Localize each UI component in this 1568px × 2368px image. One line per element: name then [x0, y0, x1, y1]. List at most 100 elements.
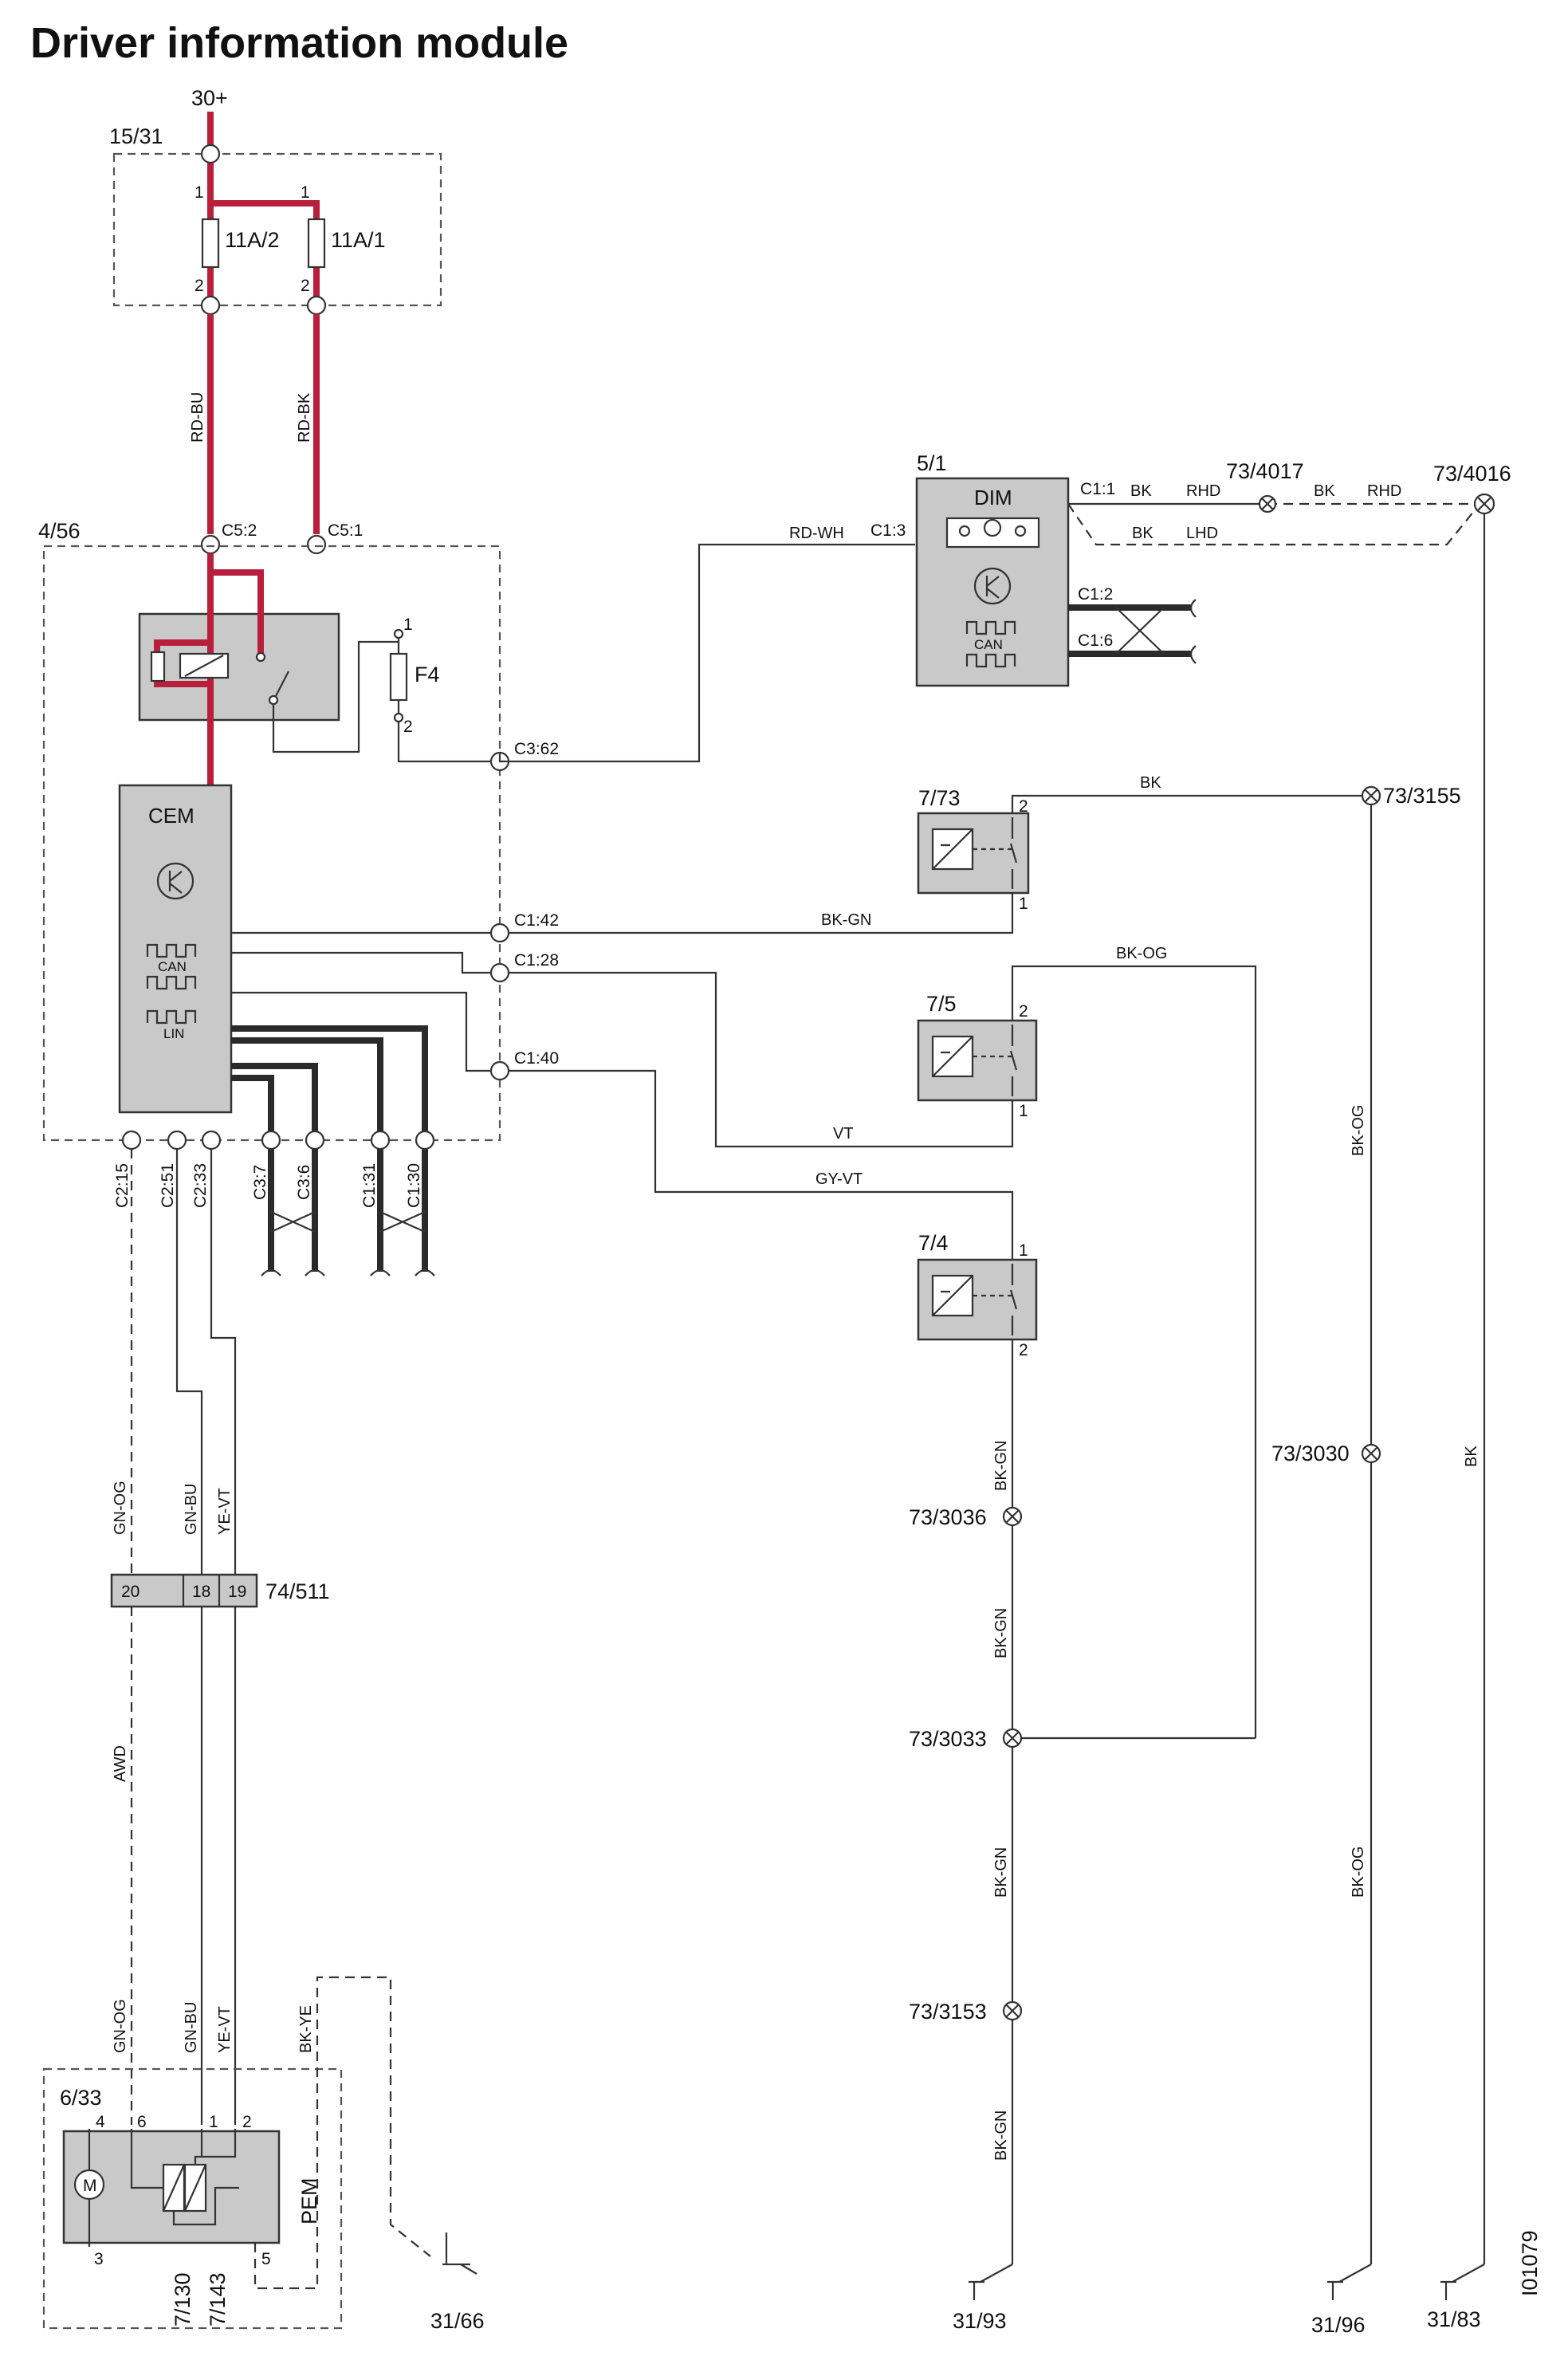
relay-coil-diagonal	[184, 655, 224, 677]
wire-c1-28-inner	[231, 951, 492, 974]
fuse-11a1	[307, 218, 326, 269]
splice-73-3155-x	[1364, 789, 1378, 803]
wire-vt-label: VT	[833, 1125, 854, 1143]
ground-31-93-label: 31/93	[953, 2309, 1007, 2333]
dim-can-icon-1	[965, 620, 1016, 635]
dim-display-gauge-3	[1014, 525, 1027, 537]
wire-rd-bk-label: RD-BK	[296, 392, 313, 443]
wire-bk-gn-c1-42	[509, 893, 1014, 934]
wire-bk-og-label-1: BK-OG	[1350, 1105, 1367, 1156]
ground-31-66-label: 31/66	[430, 2309, 485, 2333]
switch-7-73-sensor-glyph	[932, 828, 973, 870]
pem-pin-1: 1	[209, 2113, 218, 2131]
pin-c3-7	[261, 1130, 281, 1151]
fuse-11a2	[201, 218, 220, 269]
pin-c2-33	[201, 1130, 222, 1151]
splice-73-3033-x	[1005, 1731, 1020, 1745]
cem-can-icon-2	[146, 975, 197, 990]
pem-internal-wires	[130, 2129, 239, 2226]
splice-73-4016-x	[1477, 497, 1491, 511]
dim-bus-break-marks	[1189, 599, 1197, 664]
feed-wire-branch	[210, 200, 320, 307]
pin-c1-28-label: C1:28	[514, 951, 559, 970]
dim-can-label: CAN	[974, 637, 1003, 652]
fusebox-label: 15/31	[109, 124, 163, 148]
fuse-a-pin2: 2	[195, 277, 204, 295]
ground-31-96-symbol	[1327, 2264, 1372, 2300]
bus-c1-31	[231, 1037, 383, 1272]
switch-7-4-label: 7/4	[918, 1231, 949, 1255]
wire-bk-label-5: BK	[1140, 774, 1161, 792]
pin-c1-31	[370, 1130, 391, 1151]
pin-c1-42-label: C1:42	[514, 911, 559, 930]
dim-display-gauge-2	[983, 518, 1002, 537]
f4-pin1-label: 1	[403, 616, 413, 634]
splice-73-3153-x	[1005, 2004, 1020, 2018]
dim-pin-c1-6-label: C1:6	[1078, 631, 1113, 650]
dim-pin-c1-2-label: C1:2	[1078, 585, 1113, 604]
relay-contact	[268, 694, 279, 706]
pem-element-diagonals	[162, 2164, 207, 2212]
cem-can-label: CAN	[158, 959, 187, 974]
cem-box-label: 4/56	[38, 519, 81, 543]
dim-pin-c1-3-label: C1:3	[870, 521, 906, 540]
pin-c3-6	[305, 1130, 325, 1151]
wire-bk-gn-label-2: BK-GN	[992, 1441, 1010, 1491]
wire-rhd-label-2: RHD	[1367, 482, 1401, 500]
fusebox-outline	[112, 152, 442, 307]
pin-c2-33-label: C2:33	[191, 1163, 210, 1208]
splice-73-3036-x	[1005, 1509, 1020, 1524]
wire-bk-gn-label-3: BK-GN	[992, 1608, 1010, 1658]
wire-bk-label-1: BK	[1130, 482, 1152, 500]
wire-bk-gn-label-5: BK-GN	[992, 2110, 1010, 2161]
pin-c3-7-label: C3:7	[251, 1165, 269, 1200]
cem-transistor-icon	[156, 862, 195, 900]
pin-c2-51-label: C2:51	[159, 1163, 177, 1208]
twist-c3	[270, 1210, 316, 1233]
pin-c2-15	[121, 1130, 142, 1151]
relay-feed-wire	[207, 553, 264, 654]
bus-break-marks	[261, 1269, 435, 1276]
f4-pin2-node	[393, 712, 404, 723]
splice-73-3036-label: 73/3036	[909, 1505, 987, 1529]
pem-sub1-label: 7/130	[171, 2272, 195, 2327]
wire-gn-og-label-2: GN-OG	[112, 1999, 129, 2053]
figure-id: I01079	[1518, 2230, 1542, 2296]
dim-display-icon	[945, 517, 1040, 549]
fuse-a-pin1: 1	[195, 183, 204, 202]
pin-c1-30-label: C1:30	[405, 1163, 423, 1208]
wire-bk-label-3: BK	[1132, 525, 1153, 542]
wire-gn-bu-label: GN-BU	[183, 1484, 200, 1535]
dim-id-label: 5/1	[917, 451, 947, 475]
pin-c1-30	[415, 1130, 435, 1151]
pem-pin-3: 3	[94, 2250, 104, 2268]
connector-pin-19: 19	[228, 1583, 246, 1601]
pin-c2-51	[167, 1130, 187, 1151]
relay-out-wire	[272, 640, 399, 753]
splice-73-3030-x	[1364, 1446, 1378, 1461]
pin-c1-31-label: C1:31	[360, 1163, 379, 1208]
splice-73-3030-label: 73/3030	[1271, 1442, 1350, 1465]
pin-c2-15-label: C2:15	[113, 1163, 132, 1208]
wire-bk-og-loop	[1011, 965, 1257, 1738]
bus-c3-6	[231, 1063, 318, 1272]
pem-pin-5: 5	[261, 2250, 271, 2268]
wire-gn-og-label: GN-OG	[112, 1481, 129, 1535]
switch-7-5-pin2: 2	[1019, 1002, 1028, 1021]
wire-ye-vt-label-2: YE-VT	[216, 2006, 234, 2053]
dim-transistor-glyph	[985, 576, 1000, 599]
switch-7-5-sensor-glyph	[932, 1036, 973, 1077]
wire-bk-label-4: BK	[1463, 1446, 1480, 1467]
fuse-a-out-node	[200, 295, 221, 316]
splice-73-4017-x	[1261, 498, 1274, 510]
connector-dividers	[182, 1575, 221, 1607]
pin-c1-42	[489, 922, 510, 943]
fuse-f4-label: F4	[415, 663, 440, 686]
pin-c1-40	[489, 1060, 510, 1081]
wire-gy-vt	[509, 1069, 1014, 1260]
wire-bk-gn-label-4: BK-GN	[992, 1847, 1010, 1898]
wire-c1-40-inner	[231, 991, 492, 1072]
relay-contact-pivot	[255, 651, 266, 663]
switch-7-4-sensor-glyph	[932, 1275, 973, 1316]
switch-7-73-contact	[1009, 817, 1018, 889]
